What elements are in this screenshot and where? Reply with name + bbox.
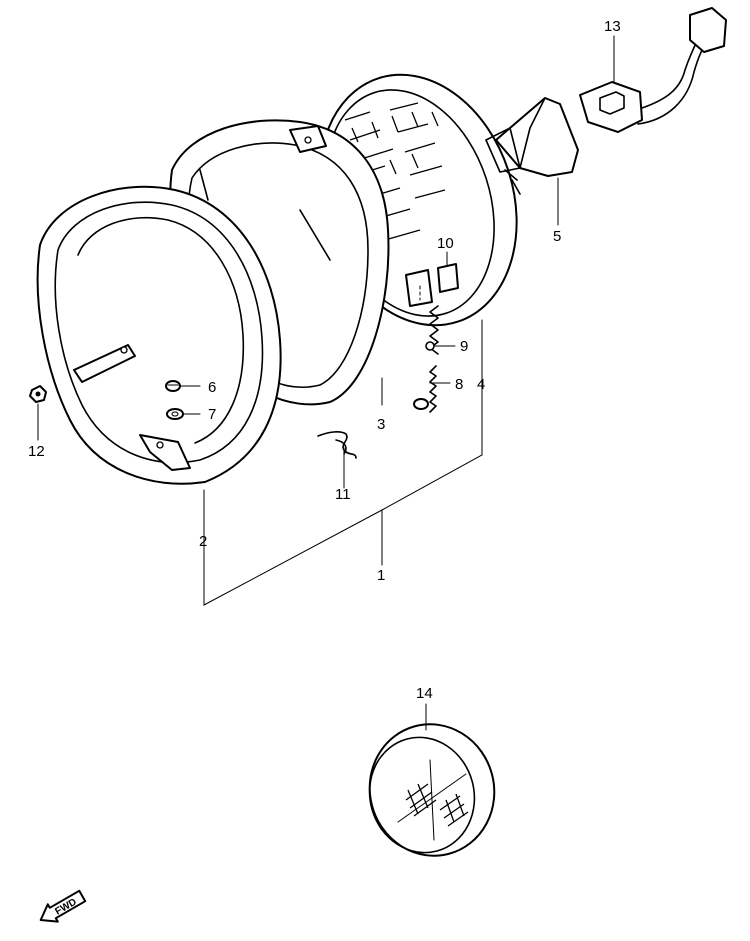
headlamp-rim — [36, 185, 282, 485]
washer-7 — [166, 408, 184, 420]
callout-7: 7 — [208, 406, 216, 423]
callout-12: 12 — [28, 443, 45, 460]
callout-2: 2 — [199, 533, 207, 550]
leader-lines — [37, 35, 615, 731]
callout-4: 4 — [477, 376, 485, 393]
connector-harness — [579, 7, 727, 133]
adjusting-screw — [413, 365, 437, 413]
callout-11: 11 — [335, 486, 351, 503]
callout-13: 13 — [604, 18, 621, 35]
adjuster-bracket — [405, 263, 459, 307]
fwd-label: FWD — [53, 897, 78, 918]
callout-8: 8 — [455, 376, 463, 393]
spring-clip — [317, 431, 357, 459]
callout-1: 1 — [377, 567, 385, 584]
bulb-socket — [485, 97, 579, 195]
callout-10: 10 — [437, 235, 454, 252]
callout-14: 14 — [416, 685, 433, 702]
callout-6: 6 — [208, 379, 216, 396]
lens-crosshatch — [405, 783, 469, 827]
bolt-12 — [29, 385, 47, 403]
callout-3: 3 — [377, 416, 385, 433]
callout-5: 5 — [553, 228, 561, 245]
sealed-beam-lens — [368, 723, 496, 857]
forward-arrow: FWD — [39, 889, 87, 923]
callout-9: 9 — [460, 338, 468, 355]
callout-labels: 1 2 3 4 5 6 7 8 9 10 11 12 13 14 — [28, 18, 621, 702]
screw-6 — [165, 380, 181, 392]
